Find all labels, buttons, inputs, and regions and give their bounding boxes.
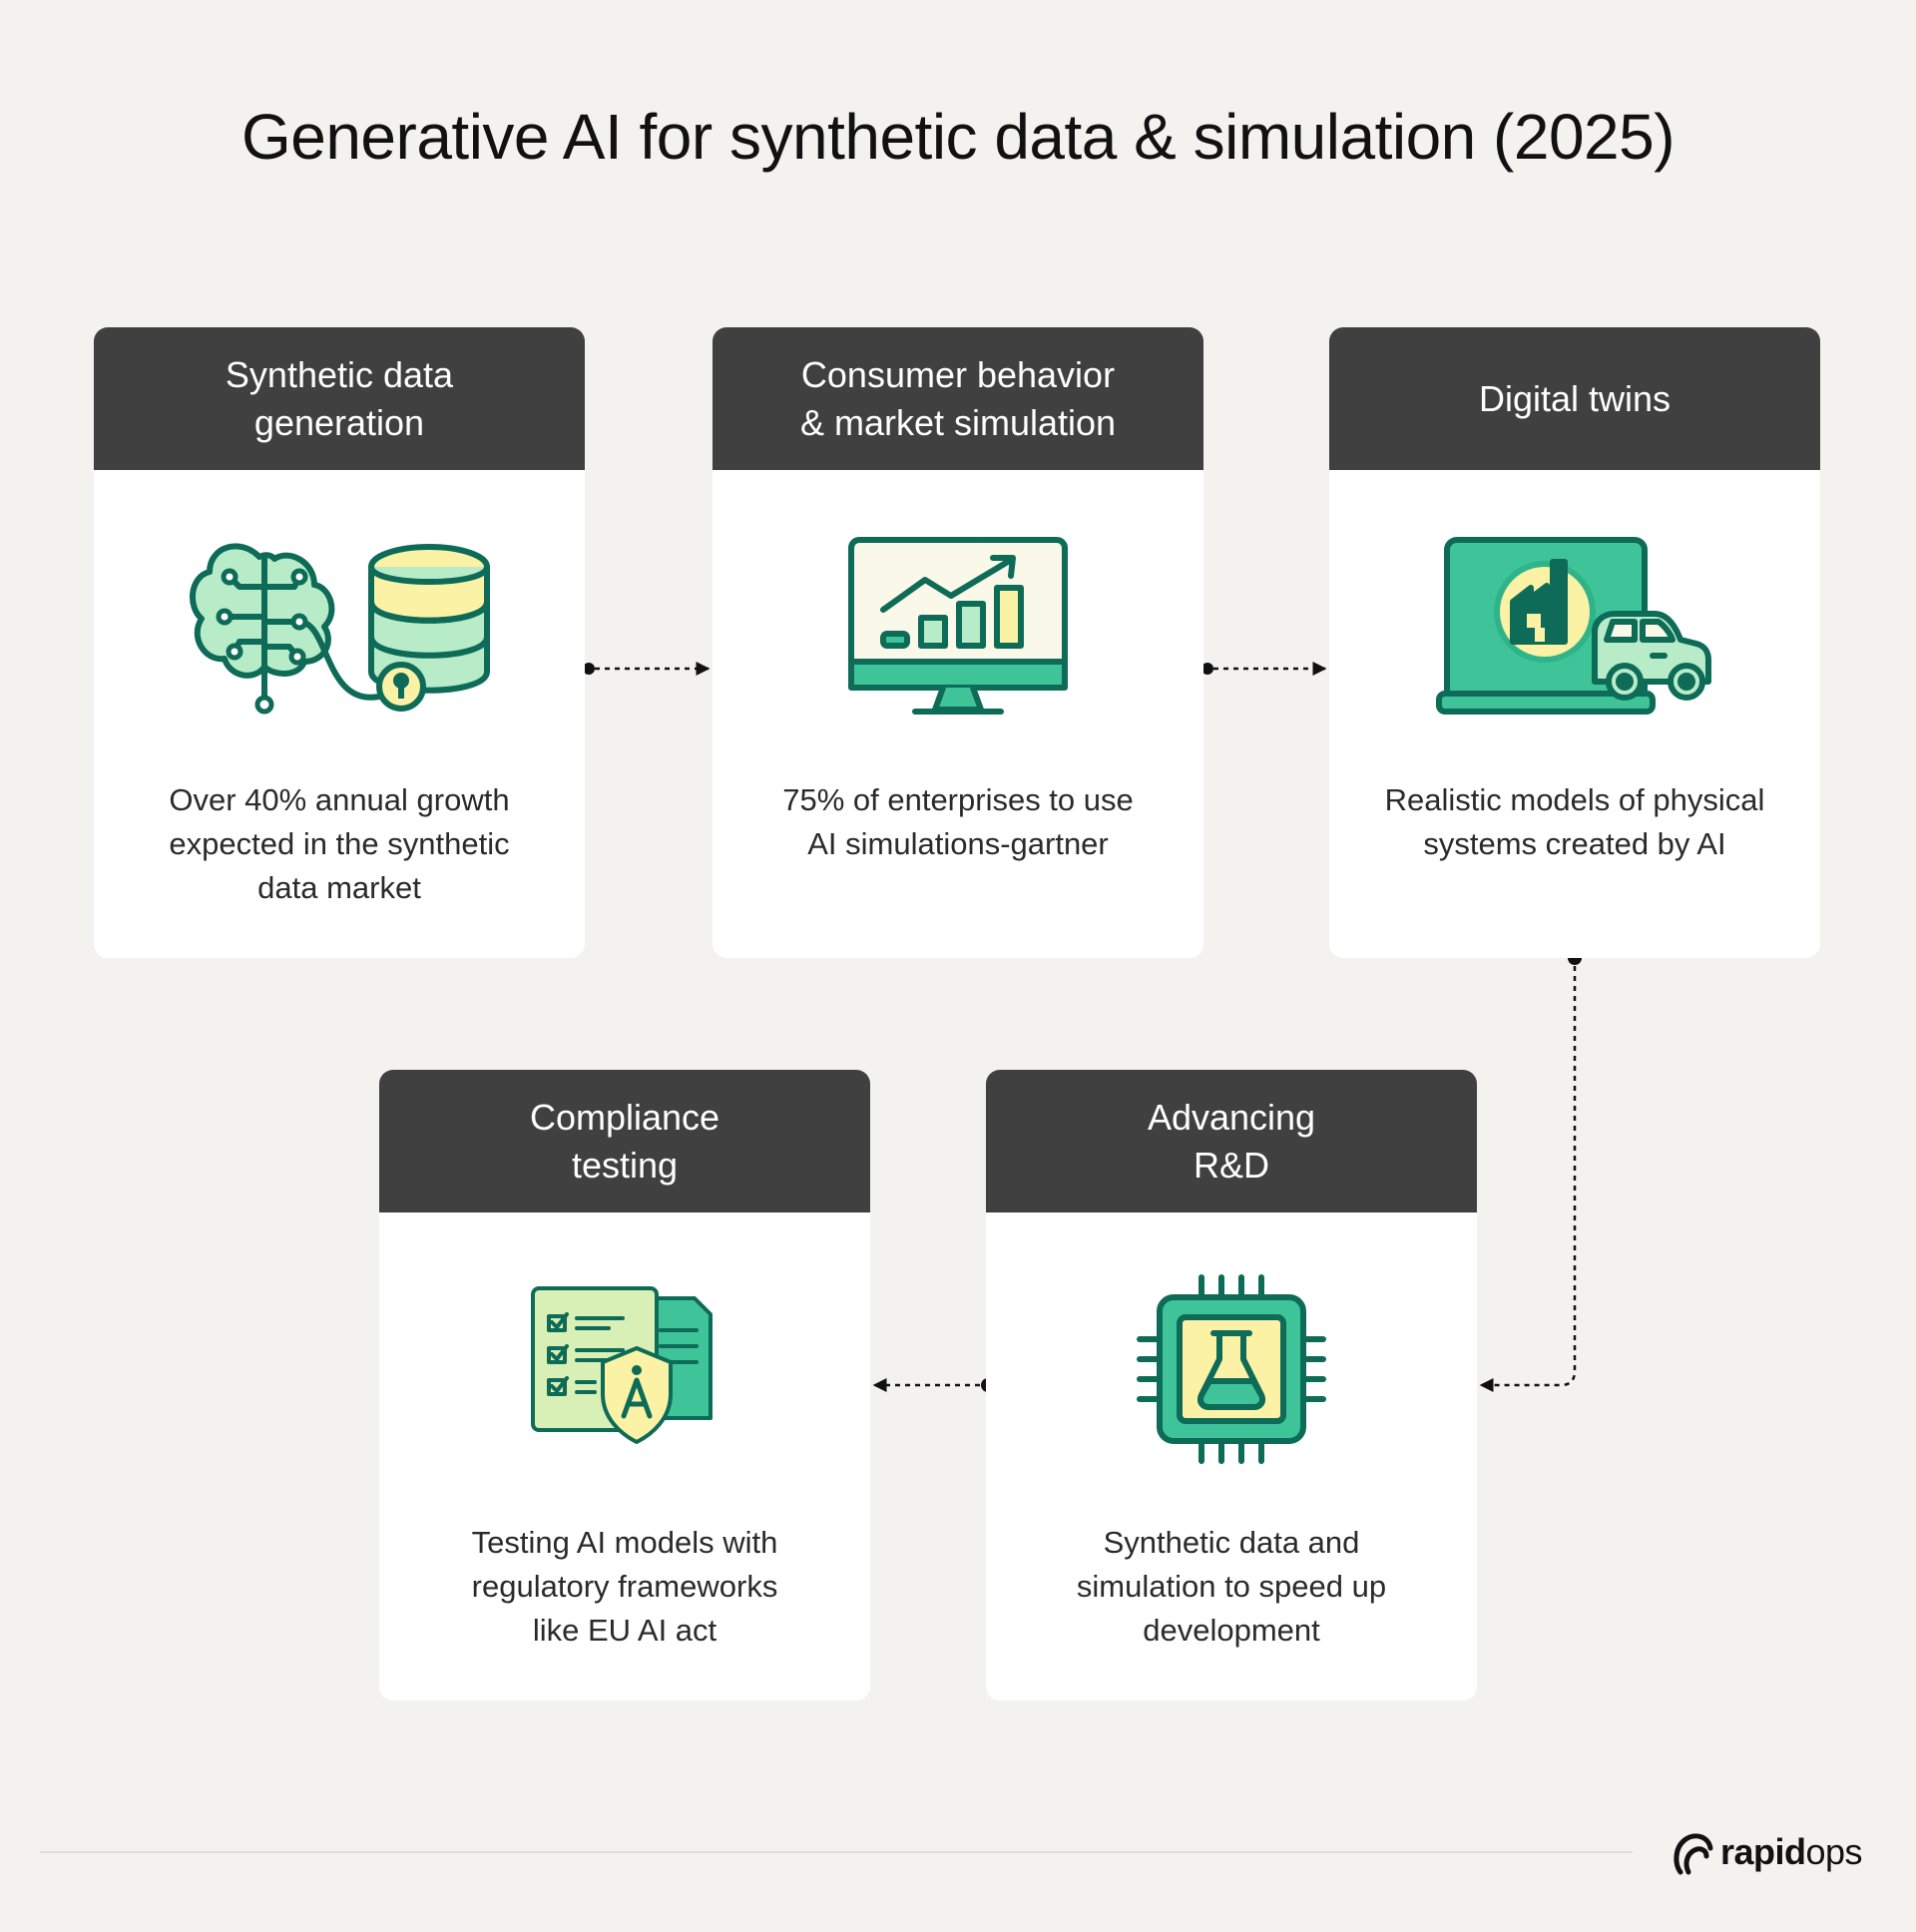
laptop-factory-car-icon <box>1329 527 1820 726</box>
chip-flask-icon <box>986 1269 1477 1469</box>
card-heading: Synthetic data generation <box>94 327 585 470</box>
footer-divider <box>40 1851 1633 1853</box>
brain-database-lock-icon <box>94 527 585 726</box>
card-advancing-rnd: Advancing R&D Synthetic data and simulat… <box>986 1070 1477 1700</box>
card-heading: Compliance testing <box>379 1070 870 1212</box>
connector-2-3 <box>1201 662 1327 676</box>
rapidops-logo-icon <box>1674 1833 1713 1875</box>
card-description: Realistic models of physical systems cre… <box>1384 782 1765 861</box>
card-description: Synthetic data and simulation to speed u… <box>1076 1525 1387 1648</box>
connector-5-4 <box>872 1378 995 1392</box>
connector-1-2 <box>583 662 711 676</box>
card-description: 75% of enterprises to use AI simulations… <box>782 782 1134 861</box>
checklist-shield-icon <box>379 1269 870 1469</box>
page-title: Generative AI for synthetic data & simul… <box>240 101 1676 173</box>
card-synthetic-data-generation: Synthetic data generation <box>94 327 585 958</box>
card-description: Over 40% annual growth expected in the s… <box>169 782 510 905</box>
card-description: Testing AI models with regulatory framew… <box>471 1525 778 1648</box>
brand-logo[interactable]: rapidops <box>1671 1824 1863 1880</box>
connector-3-5 <box>1479 951 1582 1392</box>
card-compliance-testing: Compliance testing Testing AI mod <box>379 1070 870 1700</box>
card-digital-twins: Digital twins Realistic models of <box>1329 327 1820 958</box>
card-consumer-behavior: Consumer behavior & market simulation 75… <box>713 327 1203 958</box>
card-heading: Advancing R&D <box>986 1070 1477 1212</box>
brand-logo-text: rapidops <box>1720 1831 1863 1872</box>
card-heading: Consumer behavior & market simulation <box>713 327 1203 470</box>
card-heading: Digital twins <box>1329 327 1820 470</box>
monitor-growth-chart-icon <box>713 527 1203 726</box>
